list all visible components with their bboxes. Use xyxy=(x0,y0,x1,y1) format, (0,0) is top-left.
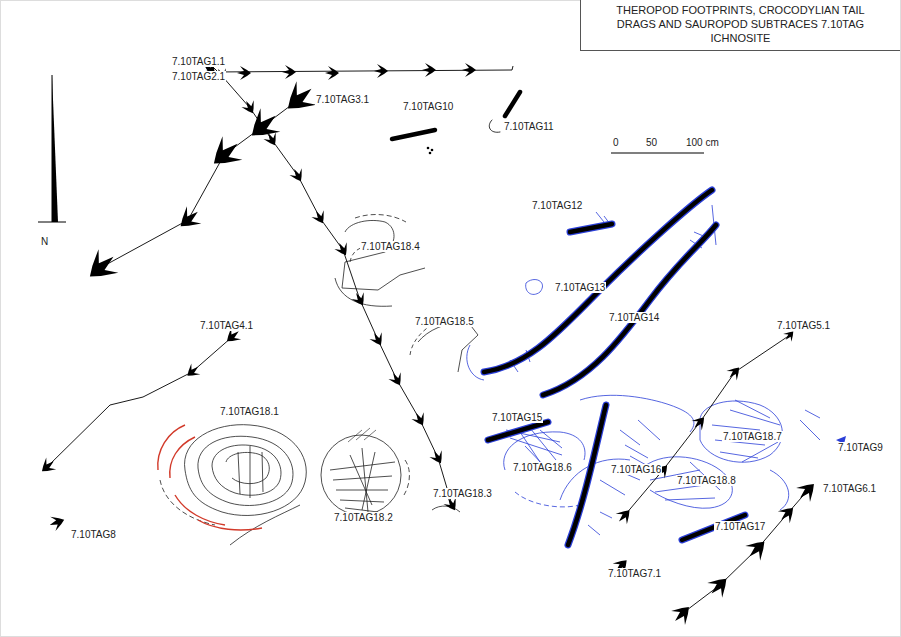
ichnite-label: 7.10TAG10 xyxy=(402,101,454,112)
subtrace-red-outline xyxy=(158,425,262,530)
ichnite-label: N xyxy=(40,236,49,247)
ichnite-label: 7.10TAG18.7 xyxy=(722,431,783,442)
ichnite-label: 7.10TAG18.8 xyxy=(676,475,737,486)
ichnite-label: 7.10TAG8 xyxy=(70,529,117,540)
ichnite-label: 7.10TAG5.1 xyxy=(776,320,831,331)
ichnite-label: 7.10TAG18.6 xyxy=(512,462,573,473)
ichnite-label: 7.10TAG11 xyxy=(503,121,555,132)
ichnite-label: 7.10TAG6.1 xyxy=(822,483,877,494)
ichnite-label: 7.10TAG4.1 xyxy=(199,320,254,331)
ichnite-label: 7.10TAG18.2 xyxy=(333,512,394,523)
ichnite-label: 7.10TAG14 xyxy=(608,312,660,323)
ichnite-label: 50 xyxy=(645,137,658,148)
ichnite-label: 0 xyxy=(612,137,620,148)
title-box: THEROPOD FOOTPRINTS, CROCODYLIAN TAIL DR… xyxy=(580,0,900,51)
ichnite-label: 7.10TAG3.1 xyxy=(315,94,370,105)
ichnite-label: 7.10TAG9 xyxy=(837,442,884,453)
map-title: THEROPOD FOOTPRINTS, CROCODYLIAN TAIL DR… xyxy=(616,4,866,45)
ichnite-label: 7.10TAG7.1 xyxy=(607,568,662,579)
scale-bar xyxy=(611,153,704,154)
trackway-lines xyxy=(47,62,808,613)
ichnite-label: 7.10TAG12 xyxy=(531,200,583,211)
ichnite-label: 7.10TAG16 xyxy=(610,464,662,475)
ichnite-label: 7.10TAG13 xyxy=(554,282,606,293)
ichnite-label: 7.10TAG18.3 xyxy=(432,488,493,499)
ichnite-label: 7.10TAG18.4 xyxy=(360,241,421,252)
ichnite-label: 7.10TAG15 xyxy=(491,412,543,423)
theropod-footprints xyxy=(37,57,846,628)
north-arrow xyxy=(38,75,66,222)
ichnite-label: 7.10TAG18.1 xyxy=(219,406,280,417)
sauropod-subtraces xyxy=(160,425,460,545)
ichnite-label: 7.10TAG18.5 xyxy=(414,316,475,327)
tail-drags xyxy=(392,92,745,545)
ichnite-label: 7.10TAG17 xyxy=(714,521,766,532)
ichnite-label: 7.10TAG2.1 xyxy=(171,71,226,82)
ichnite-label: 7.10TAG1.1 xyxy=(171,56,226,67)
subtrace-outlines xyxy=(335,215,478,372)
subtrace-blue-lines xyxy=(467,205,820,535)
ichnite-label: 100 cm xyxy=(685,137,720,148)
